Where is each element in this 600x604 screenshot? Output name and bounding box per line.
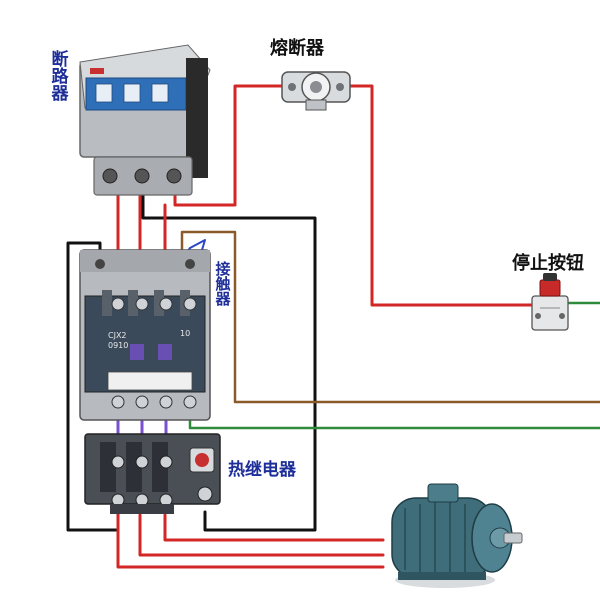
brown-wire bbox=[180, 230, 600, 404]
breaker-label: 断路器 bbox=[51, 50, 69, 104]
contactor-code: 0910 bbox=[108, 341, 128, 350]
red-wire-motor-3 bbox=[163, 513, 385, 542]
contactor-icon: CJX2 0910 10 bbox=[79, 249, 211, 421]
red-wire-fuse-out bbox=[346, 84, 534, 307]
stop-button-label: 停止按钮 bbox=[512, 253, 584, 274]
black-wire-loop bbox=[141, 188, 317, 532]
fuse-icon bbox=[281, 71, 351, 111]
contactor-model: CJX2 bbox=[108, 331, 127, 340]
stop-button-icon bbox=[531, 273, 569, 331]
contactor-label: 接触器 bbox=[215, 260, 231, 308]
breaker-icon bbox=[79, 44, 211, 196]
red-wire-fuse-in bbox=[173, 84, 292, 207]
contactor-badge: 10 bbox=[180, 329, 190, 338]
thermal-relay-icon bbox=[84, 433, 221, 514]
red-wire-motor-2 bbox=[138, 513, 385, 557]
green-wire bbox=[188, 410, 600, 430]
motor-icon bbox=[391, 483, 523, 588]
fuse-label: 熔断器 bbox=[270, 38, 324, 59]
red-wire-motor-1 bbox=[116, 513, 385, 569]
thermal-relay-label: 热继电器 bbox=[228, 460, 296, 480]
